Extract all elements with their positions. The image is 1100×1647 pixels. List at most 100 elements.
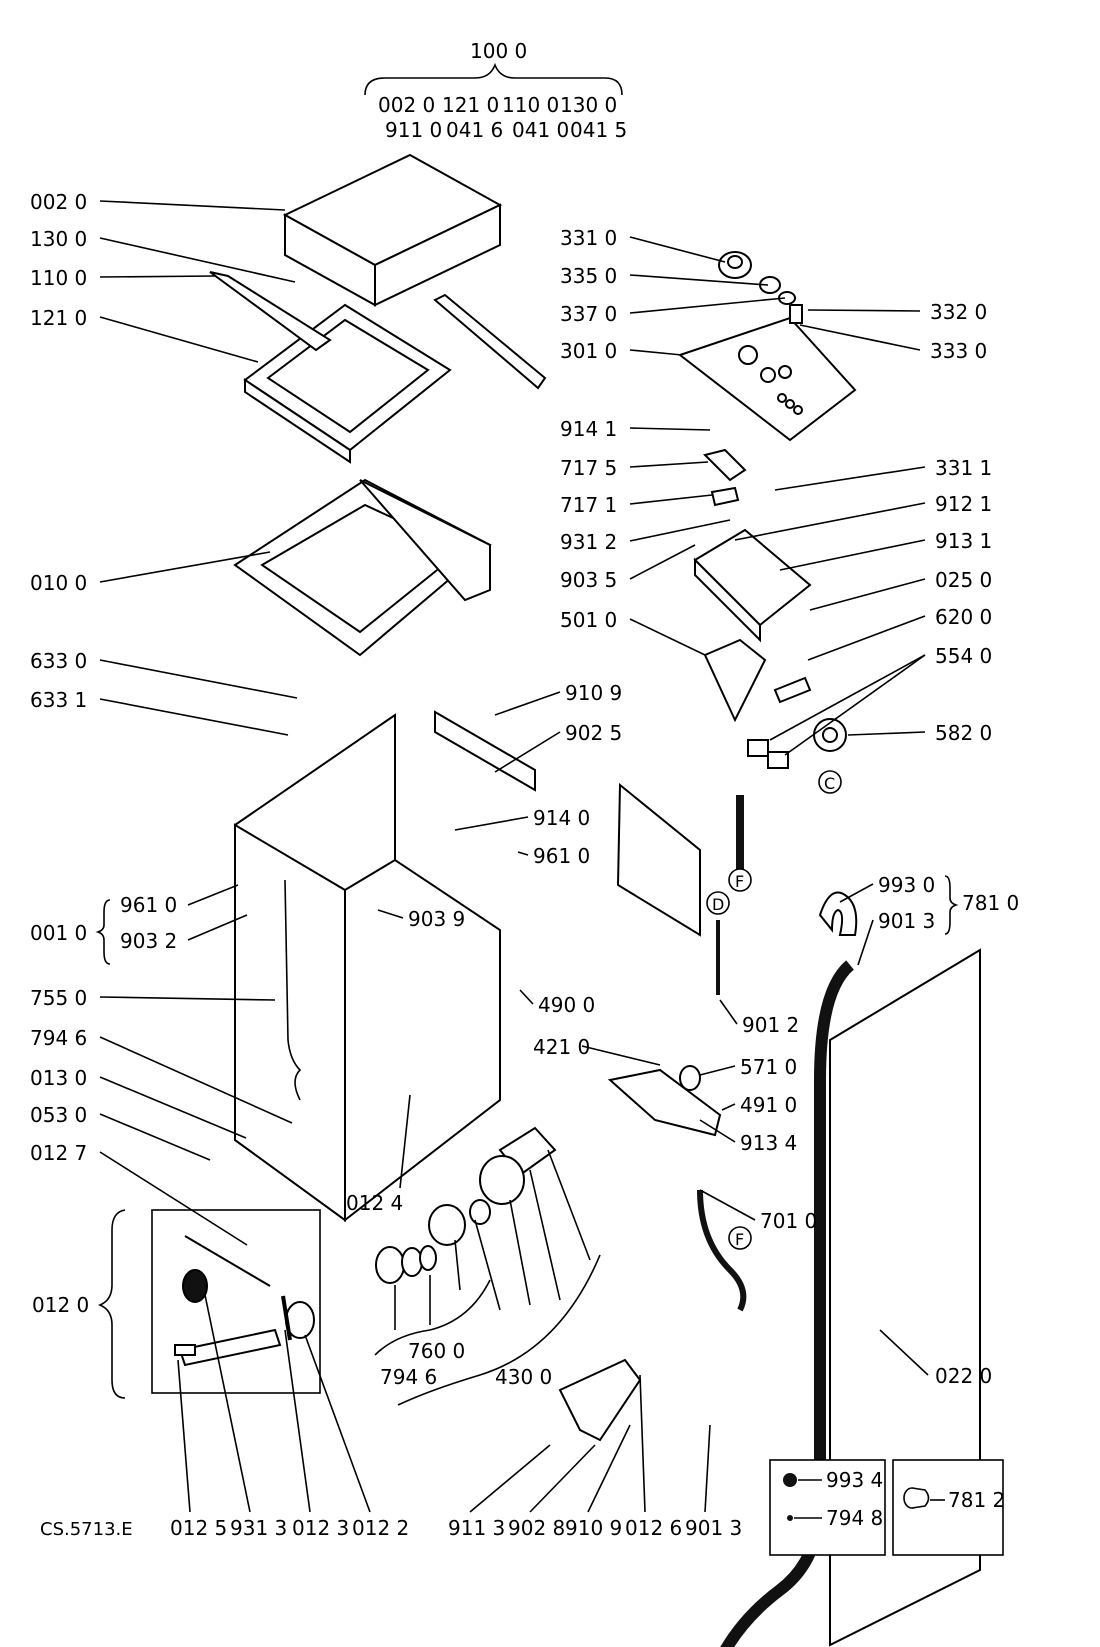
pressure-switch [813, 718, 847, 752]
assembly-code: 041 0 [512, 118, 569, 142]
motor-block [703, 638, 767, 723]
sensors-554 [747, 739, 789, 769]
callout-label: 110 0 [30, 266, 87, 290]
callout-label: 012 6 [625, 1516, 682, 1540]
seal-ring-group [375, 1245, 437, 1284]
callout-label: 931 3 [230, 1516, 287, 1540]
callout-label: 903 9 [408, 907, 465, 931]
side-panel [616, 782, 701, 937]
callout-label: 430 0 [495, 1365, 552, 1389]
callout-label: 002 0 [30, 190, 87, 214]
callout-label: 717 1 [560, 493, 617, 517]
callout-label: 902 5 [565, 721, 622, 745]
callout-label: 554 0 [935, 644, 992, 668]
callout-label: 301 0 [560, 339, 617, 363]
door-mechanism [174, 1235, 315, 1367]
callout-label: 910 9 [565, 681, 622, 705]
callout-label: 012 4 [346, 1191, 403, 1215]
assembly-code: 041 6 [446, 118, 503, 142]
callout-label: 901 3 [878, 909, 935, 933]
callouts-right: 331 0 335 0 337 0 332 0 333 0 301 0 914 … [560, 226, 992, 756]
assembly-code: 110 0 [502, 93, 559, 117]
callout-label: 130 0 [30, 227, 87, 251]
callout-label: 012 2 [352, 1516, 409, 1540]
callout-label: 910 9 [565, 1516, 622, 1540]
detergent-drawer-housing [693, 528, 812, 643]
callout-label: 333 0 [930, 339, 987, 363]
legend-code: 781 2 [948, 1488, 1005, 1512]
callout-label: 794 6 [380, 1365, 437, 1389]
callout-label: 931 2 [560, 530, 617, 554]
circle-marker-label: F [735, 1230, 744, 1249]
callout-label: 903 5 [560, 568, 617, 592]
callout-label: 903 2 [120, 929, 177, 953]
callout-label: 022 0 [935, 1364, 992, 1388]
mounting-bracket [558, 1358, 642, 1442]
assembly-top-label: 100 0 [470, 39, 527, 63]
callouts-middle: 910 9 902 5 914 0 961 0 903 9 490 0 421 … [346, 681, 1019, 1406]
callout-label: 717 5 [560, 456, 617, 480]
callout-label: 331 0 [560, 226, 617, 250]
hose-hook [818, 891, 858, 936]
pump-group-430 [428, 1126, 557, 1246]
callout-label: 012 7 [30, 1141, 87, 1165]
callout-label: 913 1 [935, 529, 992, 553]
circle-markers: C F D F [706, 770, 842, 1250]
callout-label: 794 6 [30, 1026, 87, 1050]
callout-label: 914 1 [560, 417, 617, 441]
callout-label: 490 0 [538, 993, 595, 1017]
hinge-bar [209, 271, 332, 352]
callout-label: 901 2 [742, 1013, 799, 1037]
callout-label: 914 0 [533, 806, 590, 830]
callout-label: 913 4 [740, 1131, 797, 1155]
callout-label: 701 0 [760, 1209, 817, 1233]
module-board [773, 676, 812, 704]
callout-label: 121 0 [30, 306, 87, 330]
small-dot-icon [787, 1515, 793, 1521]
door-group-brace [97, 1209, 126, 1399]
circle-marker-label: D [712, 895, 724, 914]
callouts-left: 002 0 130 0 110 0 121 0 010 0 633 0 633 … [30, 190, 298, 1246]
hinge-rail [433, 293, 547, 390]
legend-code: 794 8 [826, 1506, 883, 1530]
inlet-hose-701 [697, 1189, 747, 1312]
legend: 993 4 794 8 781 2 [769, 1459, 1005, 1556]
callout-label: 012 5 [170, 1516, 227, 1540]
callout-label: 501 0 [560, 608, 617, 632]
callout-label: 012 3 [292, 1516, 349, 1540]
callout-label: 760 0 [408, 1339, 465, 1363]
assembly-code: 121 0 [442, 93, 499, 117]
circle-marker-label: F [735, 872, 744, 891]
rear-crossbar [434, 710, 536, 792]
callout-label: 331 1 [935, 456, 992, 480]
assembly-code: 911 0 [385, 118, 442, 142]
callout-label: 421 0 [533, 1035, 590, 1059]
callout-label: 332 0 [930, 300, 987, 324]
callout-label: 337 0 [560, 302, 617, 326]
callout-label: 013 0 [30, 1066, 87, 1090]
cabinet-body [234, 713, 501, 1223]
inner-lid [233, 478, 492, 657]
callout-label: 025 0 [935, 568, 992, 592]
heater-bracket [607, 1065, 722, 1137]
control-panel [677, 316, 857, 442]
filled-dot-icon [783, 1473, 797, 1487]
document-code: CS.5713.E [40, 1519, 133, 1540]
assembly-code: 041 5 [570, 118, 627, 142]
worktop-lid [282, 153, 503, 307]
hose-connector-icon [903, 1487, 930, 1509]
assembly-brace [364, 62, 623, 96]
assembly-code: 002 0 [378, 93, 435, 117]
top-frame [243, 303, 452, 464]
callout-label: 571 0 [740, 1055, 797, 1079]
legend-code: 993 4 [826, 1468, 883, 1492]
assembly-code: 130 0 [560, 93, 617, 117]
callout-label: 755 0 [30, 986, 87, 1010]
hose-group-label: 781 0 [962, 891, 1019, 915]
door-group-label: 012 0 [32, 1293, 89, 1317]
callout-label: 335 0 [560, 264, 617, 288]
body-group-label: 001 0 [30, 921, 87, 945]
door-group-box [151, 1209, 321, 1394]
control-knobs [718, 251, 803, 324]
